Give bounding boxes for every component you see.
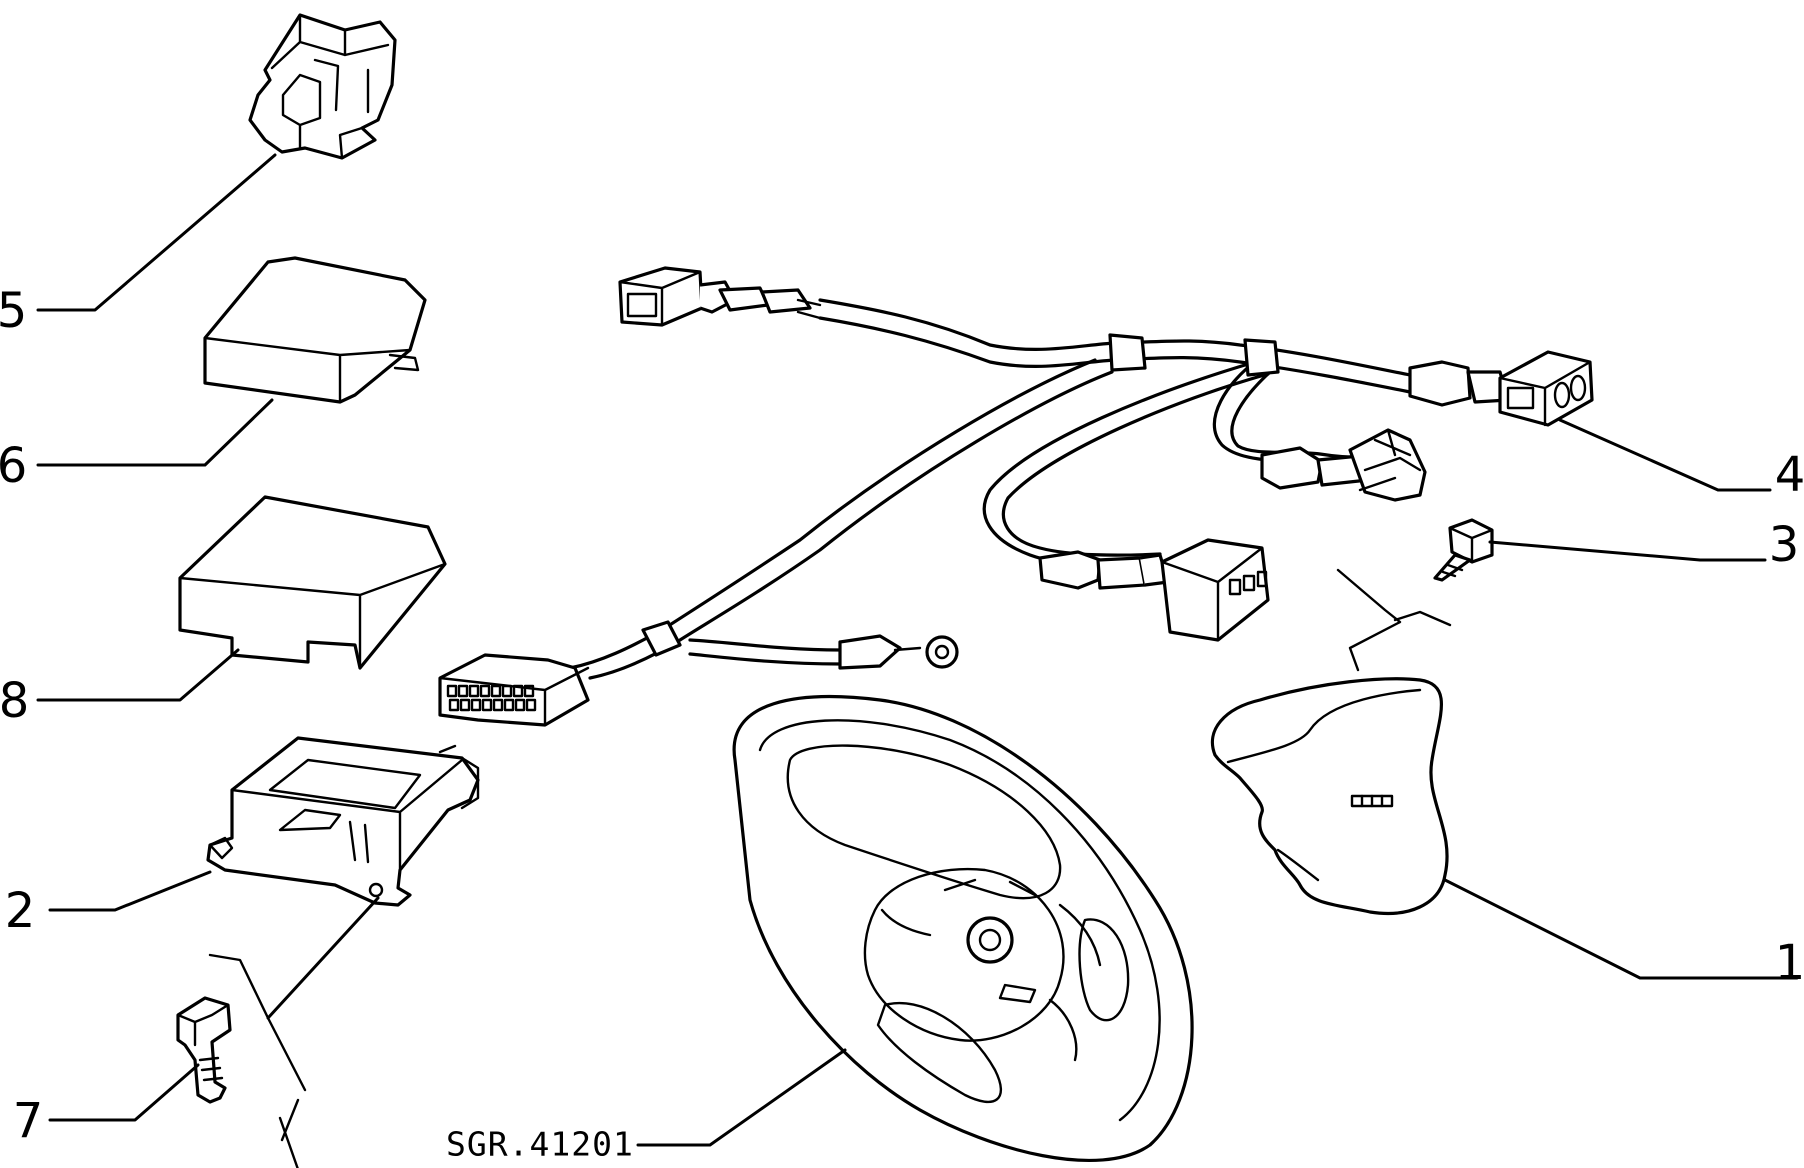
connector-pin	[503, 698, 515, 712]
leader-6	[36, 398, 274, 467]
harness-clip-b	[1243, 338, 1280, 377]
airbag-break-line	[1336, 568, 1452, 672]
bracket-cover-part	[178, 495, 447, 670]
connector-pin	[514, 698, 526, 712]
callout-5: 5	[0, 283, 27, 339]
callout-8: 8	[0, 673, 29, 729]
leader-ref	[636, 1048, 847, 1147]
callout-2: 2	[5, 883, 36, 939]
connector-pin	[457, 684, 469, 698]
harness-clip-a	[1108, 333, 1147, 372]
assembly-break-lines	[208, 953, 307, 1168]
leader-8	[36, 648, 240, 702]
connector-plug	[1260, 428, 1427, 502]
connector-pin	[459, 698, 471, 712]
steering-wheel	[732, 695, 1194, 1163]
callout-4: 4	[1775, 447, 1804, 503]
connector-pin	[525, 698, 537, 712]
cover-part	[203, 256, 427, 404]
connector-pin	[448, 698, 460, 712]
connector-pin	[481, 698, 493, 712]
leader-2b	[266, 896, 380, 1020]
callout-1: 1	[1775, 935, 1804, 991]
harness-clip-c	[641, 620, 682, 657]
leader-7	[48, 1063, 200, 1122]
screw-part	[1433, 518, 1494, 582]
connector-bottom-pins	[446, 684, 537, 712]
airbag-module-part	[1210, 677, 1449, 915]
bolt-part	[176, 996, 232, 1104]
connector-pin	[492, 698, 504, 712]
connector-pin	[501, 684, 513, 698]
callout-6: 6	[0, 438, 27, 494]
clip-part	[248, 13, 397, 160]
connector-pin	[470, 698, 482, 712]
connector-pin	[490, 684, 502, 698]
callout-7: 7	[13, 1093, 44, 1149]
leader-3	[1488, 540, 1767, 562]
leader-5	[36, 153, 277, 312]
leader-2	[48, 870, 212, 912]
connector-pin	[446, 684, 458, 698]
leader-lines	[36, 153, 1799, 1147]
callout-3: 3	[1769, 517, 1800, 573]
connector-bottom	[438, 653, 590, 727]
control-unit-part	[206, 736, 480, 907]
ring-terminal	[838, 634, 959, 670]
connector-top-left	[618, 266, 822, 327]
connector-pin	[468, 684, 480, 698]
connector-right-part	[1408, 350, 1594, 427]
connector-middle	[1038, 538, 1270, 642]
connector-pin	[479, 684, 491, 698]
connector-pin	[512, 684, 524, 698]
leader-1	[1443, 878, 1799, 980]
connector-pin	[523, 684, 535, 698]
wiring-harness	[568, 298, 1412, 680]
reference-code: SGR.41201	[446, 1125, 634, 1164]
leader-4	[1558, 418, 1772, 492]
